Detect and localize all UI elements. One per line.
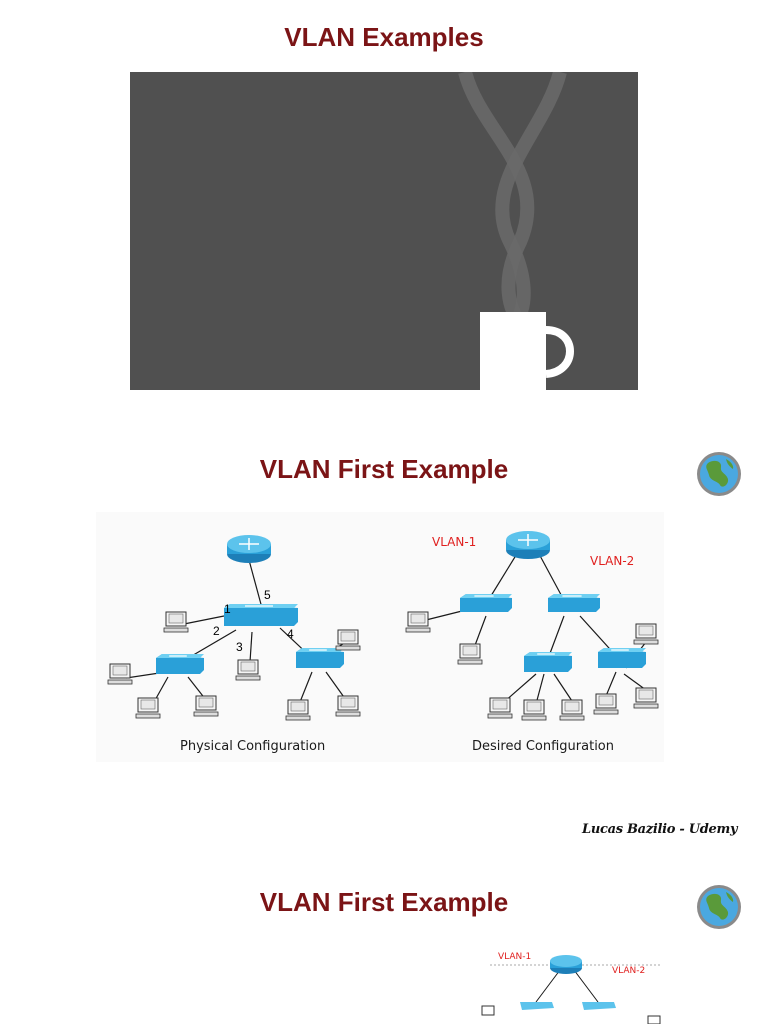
video-placeholder[interactable] (130, 72, 638, 390)
slide-title: VLAN Examples (284, 22, 484, 52)
computer-icon (593, 693, 619, 715)
switch-icon (598, 648, 646, 668)
port-label: 4 (287, 627, 294, 641)
network-diagram (107, 531, 659, 721)
computer-icon (521, 699, 547, 721)
globe-icon (697, 885, 741, 929)
computer-icon (335, 695, 361, 717)
computer-icon (457, 643, 483, 665)
computer-icon (235, 659, 261, 681)
coffee-mug-icon (458, 72, 574, 390)
computer-icon (163, 611, 189, 633)
slide-title: VLAN First Example (259, 454, 509, 484)
switch-icon (156, 654, 204, 674)
computer-icon (335, 629, 361, 651)
vlan1-label: VLAN-1 (498, 952, 532, 962)
slide-title: VLAN First Example (259, 887, 509, 917)
vlan2-label: VLAN-2 (590, 554, 635, 568)
author-signature: Lucas Bazilio - Udemy (582, 822, 738, 837)
port-label: 5 (264, 588, 271, 602)
desired-configuration-caption: Desired Configuration (472, 739, 614, 754)
switch-icon (296, 648, 344, 668)
vlan-diagram-partial: VLAN-1 VLAN-2 (480, 944, 670, 1025)
vlan1-label: VLAN-1 (432, 535, 477, 549)
switch-icon (224, 604, 298, 626)
switch-icon (524, 652, 572, 672)
port-label: 3 (236, 640, 243, 654)
computer-icon (135, 697, 161, 719)
computer-icon (633, 623, 659, 645)
port-label: 2 (213, 624, 220, 638)
computer-icon (107, 663, 133, 685)
vlan2-label: VLAN-2 (612, 966, 646, 976)
computer-icon (559, 699, 585, 721)
computer-icon (633, 687, 659, 709)
port-label: 1 (224, 602, 231, 616)
physical-configuration-caption: Physical Configuration (180, 739, 326, 754)
computer-icon (193, 695, 219, 717)
switch-icon (548, 594, 600, 612)
computer-icon (487, 697, 513, 719)
network-diagram (481, 955, 661, 1025)
computer-icon (405, 611, 431, 633)
vlan-diagram-first: Physical Configuration Desired Configura… (96, 512, 664, 762)
globe-icon (697, 452, 741, 496)
computer-icon (285, 699, 311, 721)
switch-icon (460, 594, 512, 612)
